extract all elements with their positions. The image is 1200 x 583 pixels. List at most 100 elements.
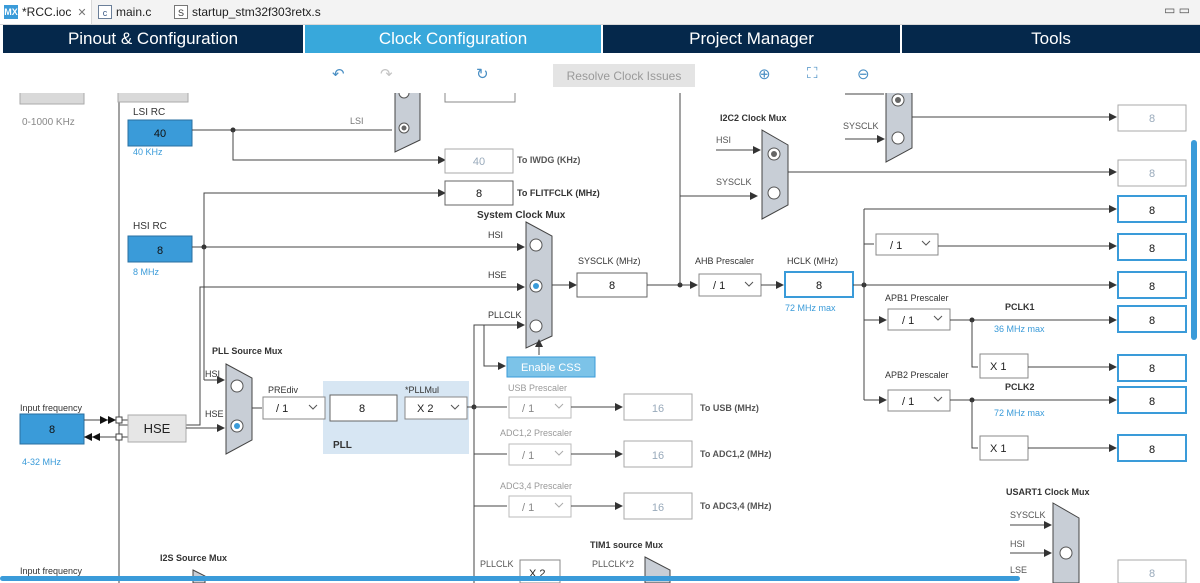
tab-clock-configuration[interactable]: Clock Configuration [305, 25, 601, 53]
file-tab-startup[interactable]: S startup_stm32f303retx.s [170, 0, 330, 24]
redo-icon[interactable]: ↷ [380, 66, 393, 83]
ahb-prescaler-value: / 1 [713, 280, 725, 292]
chevron-down-icon [933, 315, 943, 321]
flitf-value-box [444, 180, 514, 206]
pclk2-label: PCLK2 [1005, 382, 1035, 392]
chevron-down-icon [933, 396, 943, 402]
flitf-label: To FLITFCLK (MHz) [517, 188, 600, 198]
ahb-prescaler-select[interactable] [698, 273, 762, 297]
vertical-scrollbar[interactable] [1191, 140, 1197, 340]
apb2-timer-multiplier [979, 435, 1029, 461]
pll-source-mux[interactable] [225, 363, 253, 455]
lse-rc-box [117, 93, 189, 103]
svg-text:/ 1: / 1 [522, 450, 534, 462]
sysmux-pll-radio[interactable] [529, 319, 543, 333]
zoom-in-icon[interactable]: ⊕ [758, 66, 771, 83]
enable-css-button[interactable] [506, 356, 596, 378]
apb1-timer-multiplier [979, 353, 1029, 379]
sysmux-hsi-label: HSI [488, 230, 503, 240]
apb2-prescaler-select[interactable] [887, 389, 951, 412]
svg-text:8: 8 [1149, 205, 1155, 217]
svg-text:X 1: X 1 [990, 443, 1007, 455]
output-box [1117, 305, 1187, 333]
uart-clock-mux-top[interactable] [885, 93, 913, 163]
chevron-down-icon [744, 281, 754, 287]
mx-file-icon: MX [4, 5, 18, 19]
sysmux-hsi-radio[interactable] [529, 238, 543, 252]
pclk1-label: PCLK1 [1005, 302, 1035, 312]
fit-to-screen-icon[interactable]: ⛶ [807, 65, 818, 82]
hclk-label: HCLK (MHz) [787, 256, 838, 266]
file-tab-main-c[interactable]: c main.c [94, 0, 168, 24]
chevron-down-icon [554, 450, 564, 456]
iwdg-value: 40 [473, 156, 485, 168]
tab-pinout-configuration[interactable]: Pinout & Configuration [3, 25, 303, 53]
usart1-hsi-label: HSI [1010, 539, 1025, 549]
tim1-pllclk-label: PLLCLK [480, 559, 514, 569]
undo-icon[interactable]: ↶ [332, 66, 345, 83]
svg-text:16: 16 [652, 450, 664, 462]
hse-label: HSE [144, 421, 171, 436]
hsi-unit: 8 MHz [133, 267, 160, 277]
lsi-value: 40 [154, 128, 166, 140]
window-controls[interactable]: ▭ ▭ [1163, 3, 1190, 17]
svg-text:8: 8 [1149, 113, 1155, 125]
file-tab-rcc-ioc[interactable]: MX *RCC.ioc ✕ [0, 0, 92, 24]
svg-text:8: 8 [359, 403, 365, 415]
output-box [1117, 354, 1187, 382]
sysmux-hse-label: HSE [488, 270, 507, 280]
cortex-timer-divider-select[interactable] [875, 233, 939, 256]
hsi-value-box [127, 235, 193, 263]
pll-input-value-box [329, 394, 398, 422]
chevron-down-icon [308, 404, 318, 410]
enable-css-label: Enable CSS [521, 362, 581, 374]
hclk-value-box[interactable] [784, 271, 854, 298]
svg-text:/ 1: / 1 [276, 403, 288, 415]
sysclk-value-box [576, 272, 648, 298]
hse-box [127, 414, 187, 443]
adc12-prescaler-select[interactable] [508, 443, 572, 466]
file-tab-label: main.c [116, 5, 152, 19]
tim1-pllclk2-label: PLLCLK*2 [592, 559, 634, 569]
svg-text:8: 8 [1149, 444, 1155, 456]
reset-icon[interactable]: ↻ [476, 66, 489, 83]
output-box [1117, 271, 1187, 299]
hclk-value: 8 [816, 280, 822, 292]
prediv-select[interactable] [262, 396, 326, 420]
i2c2-sysclk-label: SYSCLK [716, 177, 752, 187]
rtc-mux[interactable] [394, 93, 421, 153]
horizontal-scrollbar[interactable] [0, 576, 1020, 581]
svg-text:8: 8 [1149, 396, 1155, 408]
output-box [1117, 159, 1187, 187]
ahb-prescaler-label: AHB Prescaler [695, 256, 754, 266]
apb1-prescaler-label: APB1 Prescaler [885, 293, 949, 303]
input-frequency-box[interactable] [19, 413, 85, 445]
chevron-down-icon [921, 240, 931, 246]
apb1-prescaler-select[interactable] [887, 308, 951, 331]
svg-text:/ 1: / 1 [902, 315, 914, 327]
i2c2-clock-mux[interactable] [761, 129, 789, 220]
pllmul-label: *PLLMul [405, 385, 439, 395]
resolve-clock-issues-button[interactable]: Resolve Clock Issues [553, 64, 695, 87]
lse-value-box[interactable] [19, 93, 85, 105]
pll-source-mux-title: PLL Source Mux [212, 346, 282, 356]
svg-text:/ 1: / 1 [522, 403, 534, 415]
iwdg-value-box [444, 148, 514, 174]
tab-project-manager[interactable]: Project Manager [603, 25, 900, 53]
close-icon[interactable]: ✕ [77, 6, 87, 19]
hsi-value: 8 [157, 245, 163, 257]
input-frequency-range: 4-32 MHz [22, 457, 62, 467]
usart1-lse-label: LSE [1010, 565, 1027, 575]
svg-text:/ 1: / 1 [522, 502, 534, 514]
tab-tools[interactable]: Tools [902, 25, 1200, 53]
pclk1-max: 36 MHz max [994, 324, 1045, 334]
pllmul-select[interactable] [404, 396, 468, 420]
zoom-out-icon[interactable]: ⊖ [857, 66, 870, 83]
input-frequency-title-2: Input frequency [20, 566, 83, 576]
editor-tab-bar: MX *RCC.ioc ✕ c main.c S startup_stm32f3… [0, 0, 1200, 25]
adc34-prescaler-select[interactable] [508, 495, 572, 518]
usb-prescaler-select[interactable] [508, 396, 572, 419]
usart1-clock-mux[interactable] [1052, 502, 1080, 583]
lsi-unit: 40 KHz [133, 147, 163, 157]
hclk-max: 72 MHz max [785, 303, 836, 313]
